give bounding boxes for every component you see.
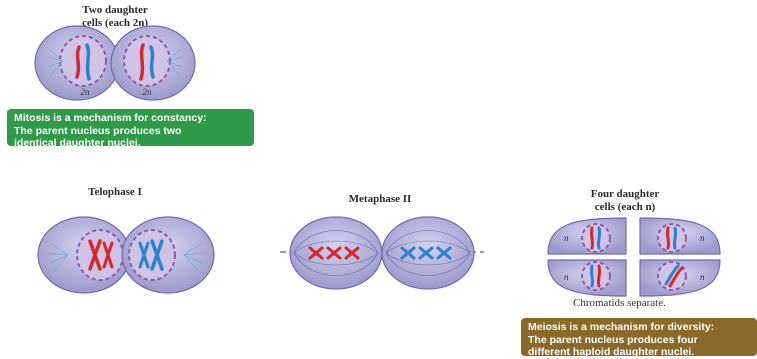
metaphase-left-chromosomes bbox=[308, 246, 360, 260]
mitosis-cell-right: 2n bbox=[110, 25, 196, 101]
mitosis-cell-left: 2n bbox=[34, 25, 120, 101]
metaphase-cell-right bbox=[381, 216, 475, 290]
daughter-cell-bottom-left: n bbox=[547, 259, 627, 297]
metaphase-cell-left bbox=[289, 216, 383, 290]
mitosis-left-chromosome-blue bbox=[85, 43, 91, 81]
daughter-cell-top-right: n bbox=[639, 217, 721, 255]
four-cells-title: Four daughter cells (each n) bbox=[570, 188, 680, 214]
meiosis-note: Meiosis is a mechanism for diversity: Th… bbox=[521, 318, 757, 358]
telophase-cell-left bbox=[37, 216, 131, 294]
metaphase-cells bbox=[280, 216, 484, 290]
ploidy-top-left: n bbox=[564, 233, 569, 243]
telophase-right-chromosome-1 bbox=[138, 241, 150, 269]
mitosis-title-line2: cells (each 2n) bbox=[82, 17, 148, 29]
four-daughter-cells: n n n n bbox=[547, 217, 721, 297]
ploidy-bottom-right: n bbox=[700, 272, 705, 282]
meiosis-note-line1: Meiosis is a mechanism for diversity: bbox=[528, 321, 715, 333]
telophase-cells bbox=[37, 216, 215, 294]
metaphase-right-chromosomes bbox=[400, 246, 452, 260]
four-cells-title-line2: cells (each n) bbox=[594, 201, 656, 213]
telophase-left-chromosome-1 bbox=[88, 239, 102, 271]
mitosis-right-chromosome-blue bbox=[149, 45, 155, 79]
mitosis-title-line1: Two daughter bbox=[82, 4, 148, 16]
mitosis-daughter-cells: 2n 2n bbox=[34, 25, 196, 101]
mitosis-note-line3: identical daughter nuclei. bbox=[14, 137, 141, 149]
mitosis-title: Two daughter cells (each 2n) bbox=[55, 4, 175, 30]
mitosis-note-line2: The parent nucleus produces two bbox=[14, 124, 182, 137]
meiosis-note-line2: The parent nucleus produces four bbox=[528, 333, 698, 346]
ploidy-top-right: n bbox=[700, 233, 705, 243]
mitosis-note: Mitosis is a mechanism for constancy: Th… bbox=[7, 109, 254, 149]
telophase-label: Telophase I bbox=[88, 186, 142, 198]
daughter-cell-top-left: n bbox=[547, 217, 627, 255]
chromatids-caption: Chromatids separate. bbox=[573, 297, 666, 309]
ploidy-bottom-left: n bbox=[564, 272, 569, 282]
meiosis-note-line3: different haploid daughter nuclei. bbox=[528, 346, 695, 358]
mitosis-left-chromosome-red bbox=[75, 45, 81, 79]
telophase-cell-right bbox=[121, 216, 215, 294]
mitosis-ploidy-left: 2n bbox=[81, 87, 91, 97]
metaphase-label: Metaphase II bbox=[348, 193, 412, 205]
telophase-right-chromosome-2 bbox=[150, 239, 164, 271]
mitosis-right-chromosome-red bbox=[139, 43, 145, 81]
telophase-left-chromosome-2 bbox=[102, 241, 114, 269]
daughter-cell-bottom-right: n bbox=[639, 259, 721, 297]
four-cells-title-line1: Four daughter bbox=[590, 188, 660, 200]
mitosis-ploidy-right: 2n bbox=[143, 87, 153, 97]
mitosis-note-line1: Mitosis is a mechanism for constancy: bbox=[14, 112, 207, 124]
